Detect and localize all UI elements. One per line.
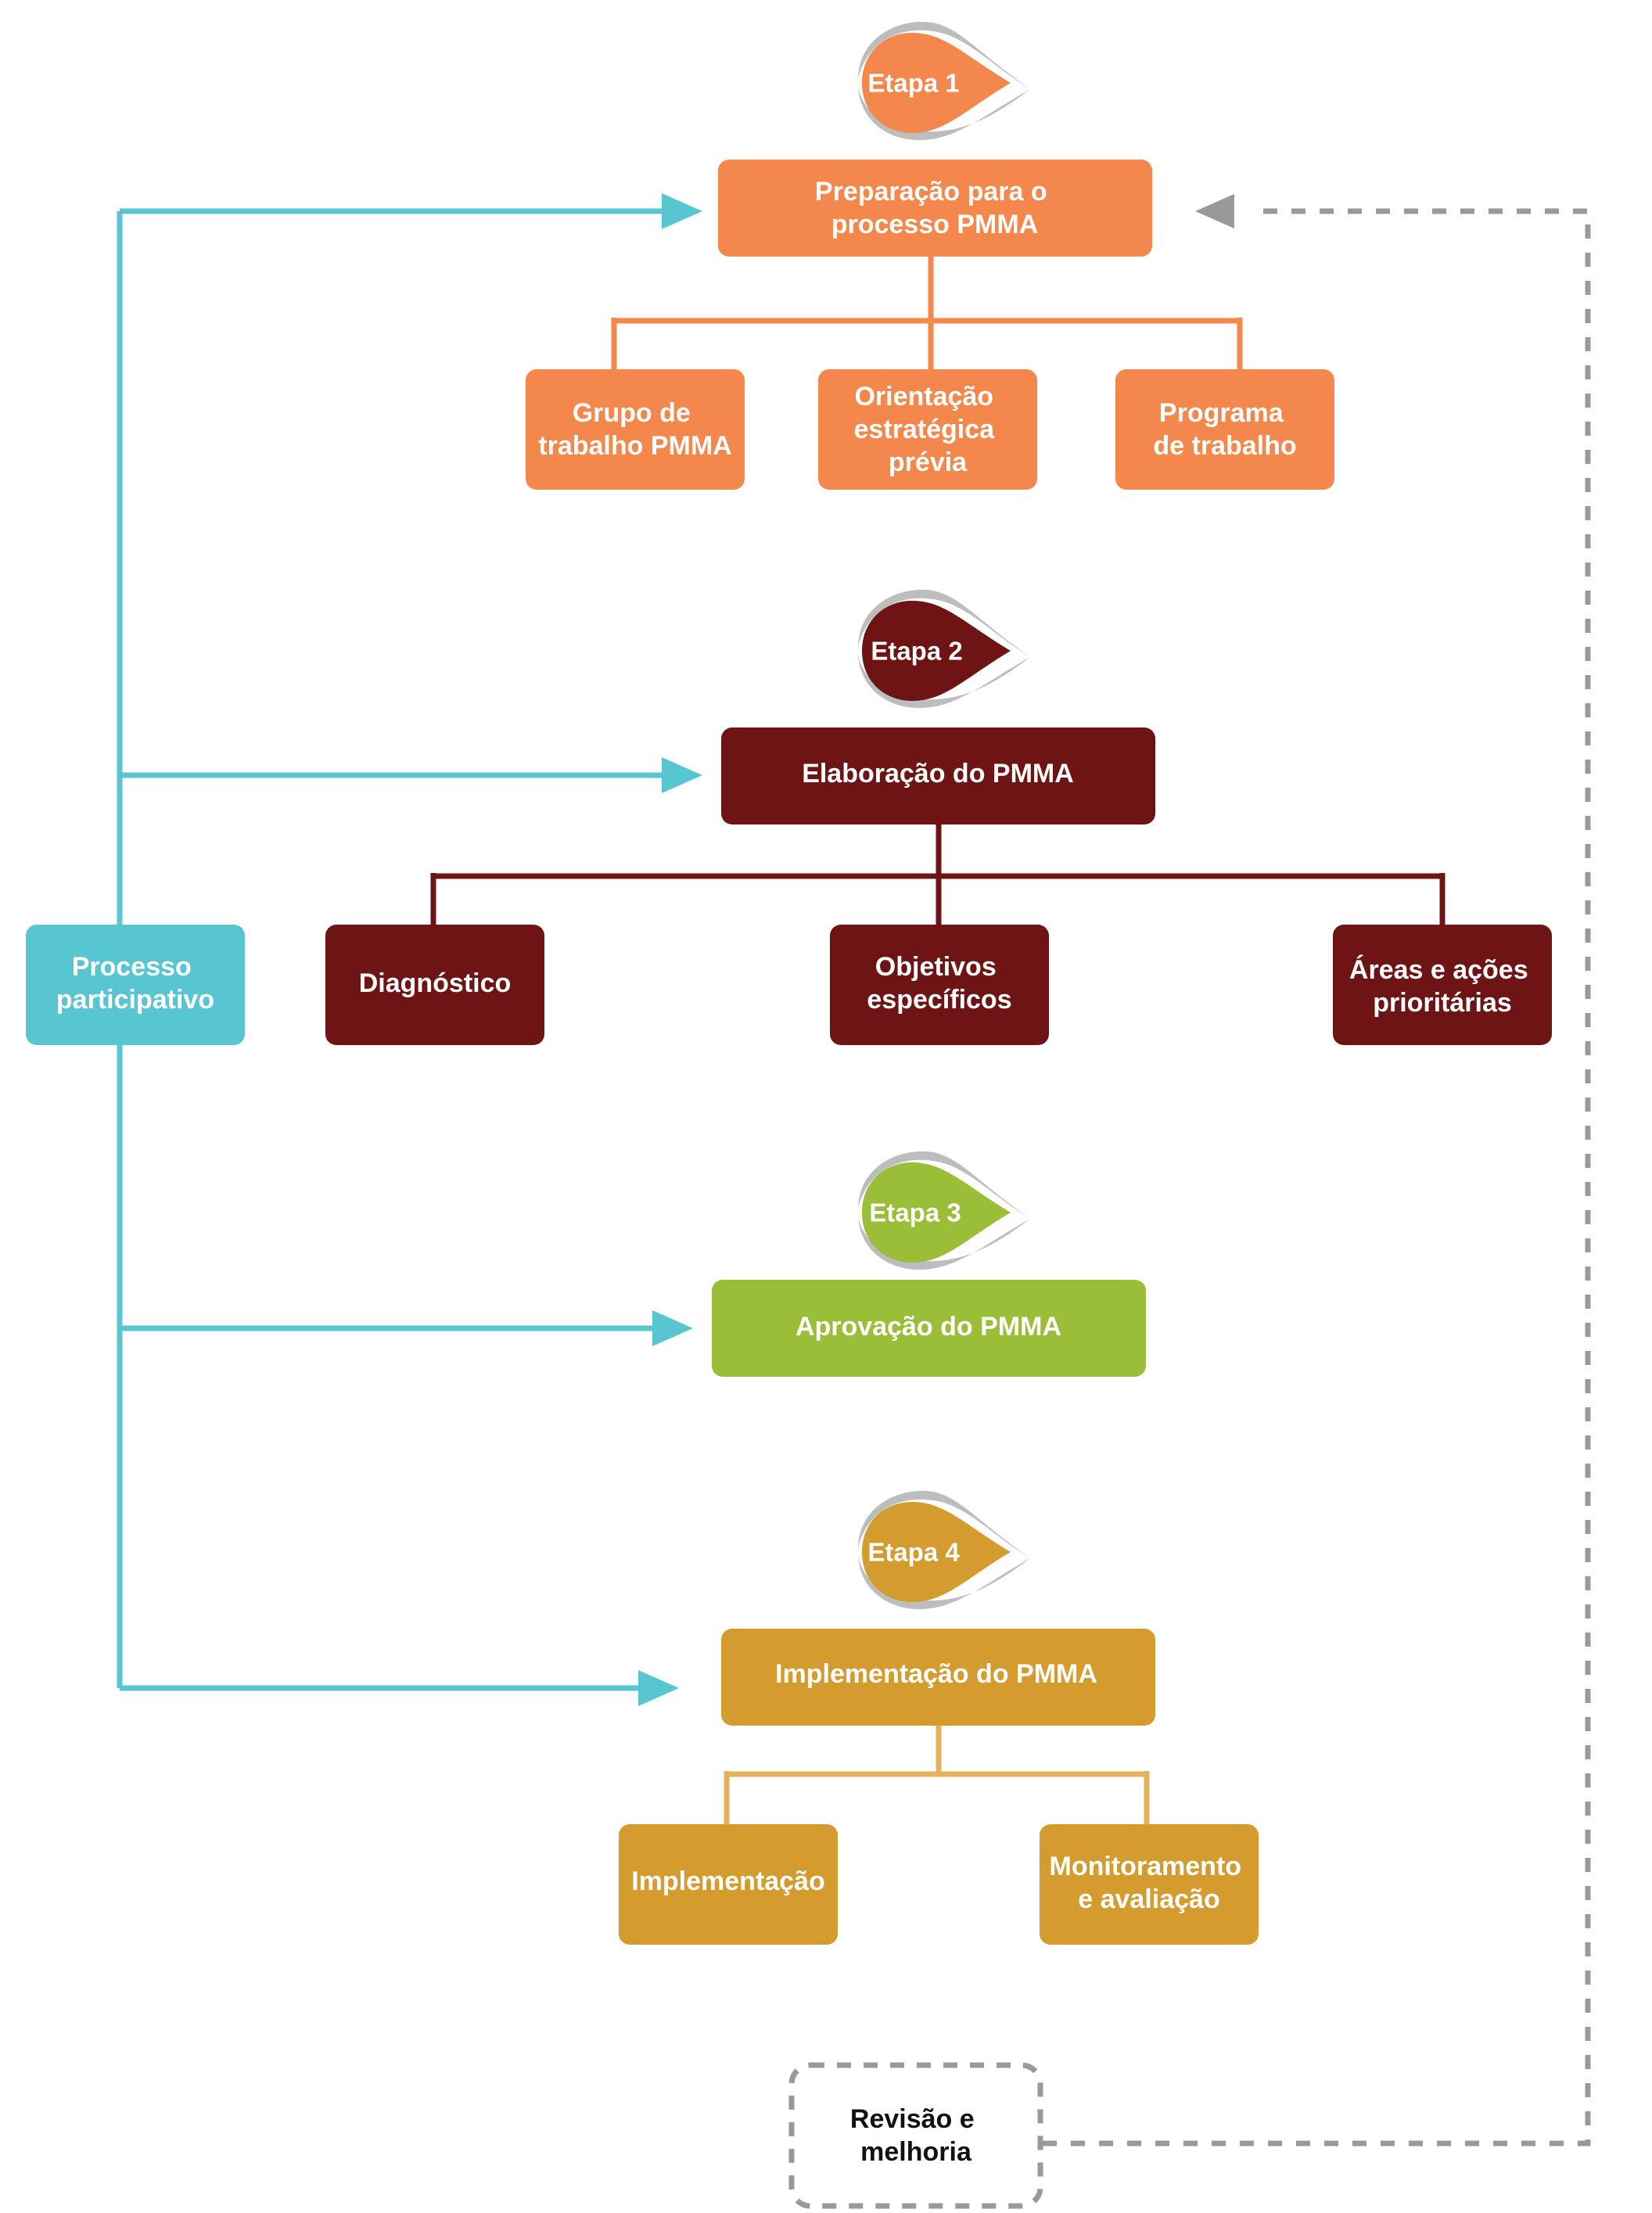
stage-2-sub-label-1: Diagnóstico — [359, 968, 512, 998]
stage-1-sub-box-2 — [818, 369, 1037, 490]
stage-3-badge: Etapa 3 — [858, 1151, 1030, 1270]
stage-3: Etapa 3 Aprovação do PMMA — [712, 1151, 1146, 1377]
stage-2-sub-box-3 — [1333, 925, 1552, 1045]
stage-1: Etapa 1 Preparação para o processo PMMA … — [526, 21, 1334, 490]
participative-arrowheads — [638, 193, 702, 1706]
arrowhead-to-stage2 — [662, 757, 702, 793]
stage-2-sub-label-3: Áreas e ações prioritárias — [1349, 955, 1535, 1018]
stage-4-sub-label-2: Monitoramento e avaliação — [1050, 1852, 1249, 1914]
stage-4-connectors — [724, 1723, 1150, 1826]
stage-2: Etapa 2 Elaboração do PMMA Diagnóstico O… — [325, 589, 1552, 1045]
stage-1-connectors — [611, 254, 1243, 369]
badge-label: Etapa 1 — [867, 69, 959, 98]
stage-1-sub-box-1 — [526, 369, 745, 490]
stage-2-connectors — [430, 823, 1446, 926]
stage-4-main-label: Implementação do PMMA — [775, 1659, 1097, 1689]
stage-1-sub-label-3: Programa de trabalho — [1153, 398, 1296, 461]
badge-label: Etapa 3 — [869, 1198, 961, 1227]
stage-4-sub-box-1 — [619, 1824, 838, 1945]
stage-4-sub-label-1: Implementação — [631, 1866, 825, 1896]
badge-drop — [862, 1502, 1011, 1602]
badge-drop — [862, 601, 1011, 701]
stage-2-sub-box-1 — [325, 925, 544, 1045]
stage-2-sub-label-2: Objetivos específicos — [867, 952, 1011, 1015]
stage-1-main-box — [718, 160, 1152, 257]
stage-4-badge: Etapa 4 — [858, 1490, 1030, 1610]
stage-3-main-box — [712, 1280, 1146, 1377]
stage-4-main-box — [721, 1629, 1155, 1726]
arrowhead-to-stage1 — [662, 193, 702, 229]
stage-2-main-box — [721, 727, 1155, 824]
stage-2-sub-box-2 — [830, 925, 1049, 1045]
review-label: Revisão e melhoria — [850, 2104, 982, 2167]
participative-box — [26, 925, 245, 1045]
badge-drop — [862, 33, 1011, 133]
stage-4-tree-line — [724, 1723, 1150, 1826]
badge-label: Etapa 2 — [871, 637, 962, 666]
stage-1-sub-label-1: Grupo de trabalho PMMA — [538, 398, 731, 461]
participative-process: Processo participativo — [26, 925, 245, 1045]
arrowhead-to-stage3 — [652, 1310, 693, 1346]
stage-2-badge: Etapa 2 — [858, 589, 1030, 709]
review-arrowhead-to-stage1 — [1195, 194, 1234, 228]
stage-1-tree-line — [611, 254, 1243, 369]
stage-1-sub-label-2: Orientação estratégica prévia — [854, 382, 1002, 477]
badge-drop — [862, 1162, 1011, 1263]
participative-label: Processo participativo — [56, 952, 214, 1015]
review-and-improvement: Revisão e melhoria — [788, 2062, 1043, 2209]
stage-1-main-label: Preparação para o processo PMMA — [815, 177, 1054, 239]
badge-label: Etapa 4 — [867, 1538, 960, 1567]
stage-2-tree-line — [430, 823, 1446, 926]
review-box — [788, 2062, 1043, 2209]
stage-4-sub-box-2 — [1040, 1824, 1259, 1945]
stage-4: Etapa 4 Implementação do PMMA Implementa… — [619, 1490, 1259, 1945]
arrowhead-to-stage4 — [638, 1670, 679, 1706]
stage-3-main-label: Aprovação do PMMA — [795, 1312, 1061, 1342]
stage-1-sub-box-3 — [1115, 369, 1334, 490]
stage-1-badge: Etapa 1 — [858, 21, 1030, 141]
stage-2-main-label: Elaboração do PMMA — [802, 759, 1074, 789]
